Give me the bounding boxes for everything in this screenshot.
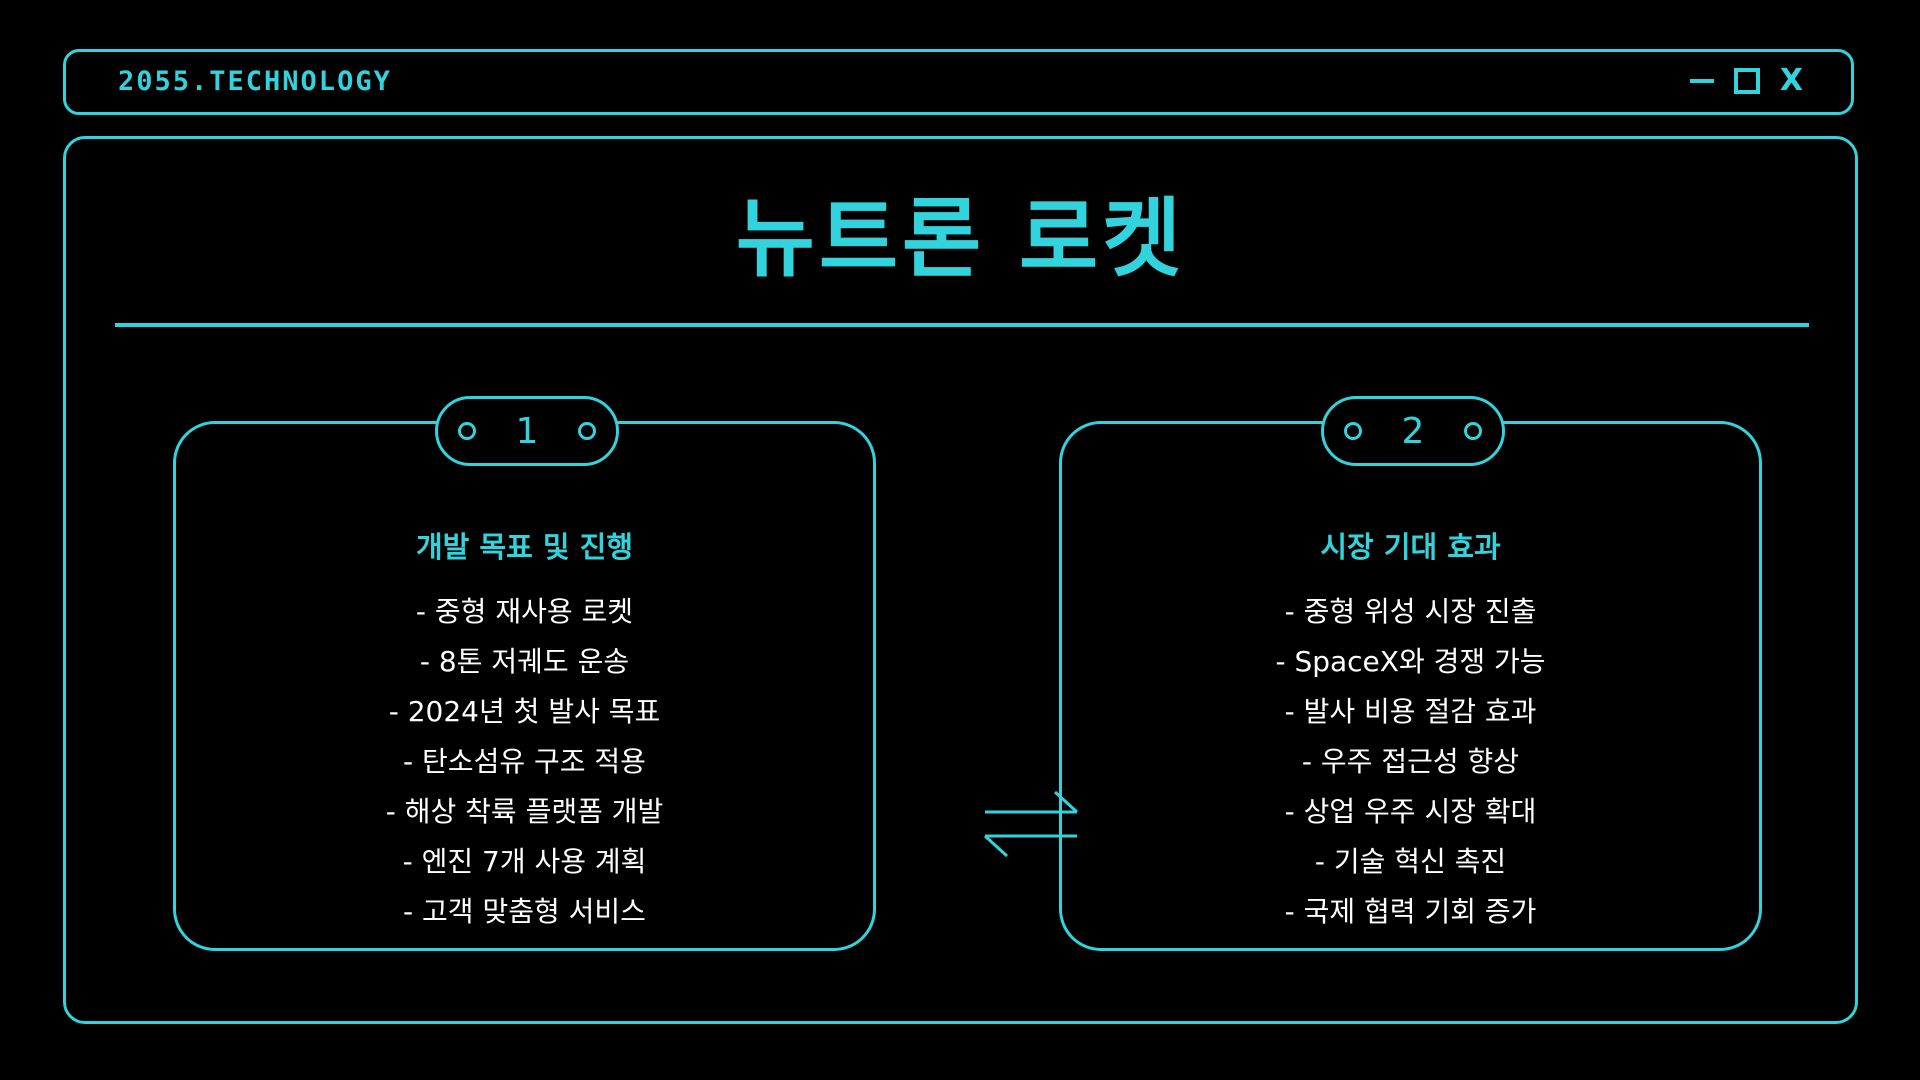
main-panel: 뉴트론 로켓 1 개발 목표 및 진행 - 중형 재사용 로켓 - 8톤 저궤도… <box>63 136 1858 1024</box>
circle-dot-icon <box>458 422 476 440</box>
window-titlebar: 2055.TECHNOLOGY X <box>63 49 1854 115</box>
card-list: - 중형 위성 시장 진출 - SpaceX와 경쟁 가능 - 발사 비용 절감… <box>1062 587 1759 937</box>
list-item: - SpaceX와 경쟁 가능 <box>1275 645 1546 678</box>
list-item: - 해상 착륙 플랫폼 개발 <box>385 795 664 828</box>
list-item: - 고객 맞춤형 서비스 <box>403 895 646 928</box>
list-item: - 중형 재사용 로켓 <box>415 595 634 628</box>
list-item: - 우주 접근성 향상 <box>1301 745 1520 778</box>
brand-label: 2055.TECHNOLOGY <box>118 66 392 97</box>
card-number-badge: 1 <box>435 396 619 466</box>
card-number: 2 <box>1401 410 1425 452</box>
list-item: - 2024년 첫 발사 목표 <box>388 695 661 728</box>
close-icon[interactable]: X <box>1779 63 1803 98</box>
list-item: - 발사 비용 절감 효과 <box>1284 695 1537 728</box>
list-item: - 중형 위성 시장 진출 <box>1284 595 1537 628</box>
card-number-badge: 2 <box>1321 396 1505 466</box>
list-item: - 엔진 7개 사용 계획 <box>402 845 647 878</box>
card-development: 1 개발 목표 및 진행 - 중형 재사용 로켓 - 8톤 저궤도 운송 - 2… <box>173 396 876 951</box>
circle-dot-icon <box>578 422 596 440</box>
card-market: 2 시장 기대 효과 - 중형 위성 시장 진출 - SpaceX와 경쟁 가능… <box>1059 396 1762 951</box>
list-item: - 국제 협력 기회 증가 <box>1284 895 1537 928</box>
card-heading: 개발 목표 및 진행 <box>415 530 634 564</box>
window-controls: X <box>1689 63 1803 98</box>
title-divider <box>115 323 1809 327</box>
card-number: 1 <box>515 410 539 452</box>
page-title: 뉴트론 로켓 <box>735 189 1186 289</box>
list-item: - 탄소섬유 구조 적용 <box>403 745 646 778</box>
card-heading: 시장 기대 효과 <box>1320 530 1501 564</box>
minimize-icon[interactable] <box>1689 79 1714 83</box>
maximize-icon[interactable] <box>1733 68 1760 94</box>
circle-dot-icon <box>1464 422 1482 440</box>
list-item: - 8톤 저궤도 운송 <box>419 645 630 678</box>
card-list: - 중형 재사용 로켓 - 8톤 저궤도 운송 - 2024년 첫 발사 목표 … <box>176 587 873 937</box>
list-item: - 상업 우주 시장 확대 <box>1284 795 1537 828</box>
list-item: - 기술 혁신 촉진 <box>1314 845 1507 878</box>
circle-dot-icon <box>1344 422 1362 440</box>
